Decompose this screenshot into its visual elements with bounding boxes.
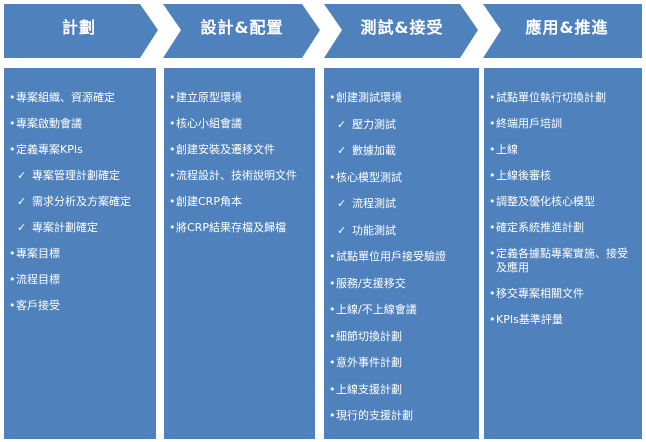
- checkmark-icon: ✓: [17, 169, 27, 182]
- list-item: 專案組織、資源確定: [9, 91, 150, 105]
- phase-column-test: 創建測試環境 ✓ 壓力測試 ✓ 數據加載核心模型測試 ✓ 流程測試 ✓ 功能測試試點單位用戶接受…: [324, 68, 479, 439]
- list-item: 創建安裝及遷移文件: [169, 143, 309, 157]
- list-item: 創建測試環境: [329, 91, 473, 105]
- checklist-item: ✓ 壓力測試: [336, 118, 473, 132]
- list-item-text: 上線/不上線會議: [336, 303, 417, 316]
- list-item: 核心模型測試: [329, 170, 473, 185]
- list-item: 調整及優化核心模型: [489, 195, 634, 209]
- chevron-design: [163, 4, 320, 58]
- list-item-text: 功能測試: [352, 223, 396, 237]
- list-item-text: 數據加載: [352, 144, 396, 157]
- list-item-text: 流程目標: [16, 273, 60, 286]
- list-item: 流程設計、技術說明文件: [169, 169, 309, 183]
- phase-items-design: 建立原型環境核心小組會議創建安裝及遷移文件流程設計、技術說明文件創建CRP角本將…: [169, 91, 309, 235]
- phase-chevrons: [4, 4, 642, 58]
- checkmark-icon: ✓: [337, 144, 347, 157]
- phase-title-plan: 計劃: [61, 18, 96, 37]
- chevron-deploy: [483, 4, 642, 58]
- list-item-text: 壓力測試: [352, 117, 396, 131]
- checklist-item: ✓ 需求分析及方案確定: [16, 195, 150, 209]
- list-item-text: 現行的支援計劃: [336, 409, 413, 422]
- phase-column-design: 建立原型環境核心小組會議創建安裝及遷移文件流程設計、技術說明文件創建CRP角本將…: [164, 68, 315, 439]
- list-item-text: 創建CRP角本: [176, 195, 242, 208]
- checklist-item: ✓ 功能測試: [336, 224, 473, 238]
- checkmark-icon: ✓: [337, 223, 347, 237]
- phase-column-plan: 專案組織、資源確定專案啟動會議定義專案KPIs ✓ 專案管理計劃確定 ✓ 需求分析及方案…: [4, 68, 156, 439]
- list-item: 專案啟動會議: [9, 117, 150, 131]
- list-item: 上線/不上線會議: [329, 303, 473, 317]
- list-item: 試點單位用戶接受驗證: [329, 250, 473, 264]
- list-item: 定義各據點專案實施、接受及應用: [489, 247, 634, 275]
- list-item: 意外事件計劃: [329, 356, 473, 370]
- list-item-text: 調整及優化核心模型: [496, 195, 595, 208]
- chevron-plan: [4, 4, 158, 58]
- list-item-text: 上線: [496, 143, 518, 156]
- phase-column-deploy: 試點單位執行切換計劃終端用戶培訓上線上線後審核調整及優化核心模型確定系統推進計劃…: [484, 68, 642, 439]
- list-item-text: 專案管理計劃確定: [32, 169, 120, 182]
- checklist-item: ✓ 數據加載: [336, 144, 473, 158]
- list-item: KPIs基準評量: [489, 313, 634, 327]
- chevron-test: [324, 4, 478, 58]
- list-item: 流程目標: [9, 273, 150, 287]
- checkmark-icon: ✓: [337, 117, 347, 131]
- list-item-text: 核心模型測試: [336, 170, 402, 184]
- list-item-text: 專案計劃確定: [32, 221, 98, 234]
- list-item: 核心小組會議: [169, 117, 309, 131]
- list-item: 定義專案KPIs: [9, 143, 150, 157]
- list-item: 專案目標: [9, 247, 150, 261]
- list-item-text: 專案組織、資源確定: [16, 91, 115, 104]
- list-item: 確定系統推進計劃: [489, 221, 634, 235]
- list-item: 服務/支援移交: [329, 276, 473, 291]
- list-item-text: 定義專案KPIs: [16, 143, 83, 156]
- phase-title-test: 測試&接受: [360, 18, 444, 37]
- list-item: 移交專案相關文件: [489, 287, 634, 301]
- phase-title-design: 設計&配置: [200, 18, 284, 37]
- checklist-item: ✓ 流程測試: [336, 197, 473, 211]
- list-item-text: 建立原型環境: [176, 91, 242, 104]
- list-item-text: 流程設計、技術說明文件: [176, 169, 297, 182]
- list-item-text: 專案目標: [16, 247, 60, 260]
- phase-items-test: 創建測試環境 ✓ 壓力測試 ✓ 數據加載核心模型測試 ✓ 流程測試 ✓ 功能測試試點單位用戶接受…: [329, 91, 473, 423]
- list-item-text: 核心小組會議: [176, 117, 242, 130]
- list-item-text: 客戶接受: [16, 299, 60, 312]
- checklist-item: ✓ 專案管理計劃確定: [16, 169, 150, 183]
- list-item-text: 細節切換計劃: [336, 329, 402, 343]
- list-item: 現行的支援計劃: [329, 409, 473, 423]
- list-item-text: 移交專案相關文件: [496, 287, 584, 300]
- checkmark-icon: ✓: [17, 221, 27, 234]
- phase-items-plan: 專案組織、資源確定專案啟動會議定義專案KPIs ✓ 專案管理計劃確定 ✓ 需求分析及方案…: [9, 91, 150, 313]
- list-item: 細節切換計劃: [329, 329, 473, 344]
- list-item-text: 流程測試: [352, 197, 396, 210]
- list-item-text: 試點單位執行切換計劃: [496, 91, 606, 104]
- list-item-text: 確定系統推進計劃: [496, 221, 584, 234]
- list-item-text: 創建安裝及遷移文件: [176, 143, 275, 156]
- checkmark-icon: ✓: [337, 197, 347, 210]
- list-item-text: 試點單位用戶接受驗證: [336, 250, 446, 263]
- list-item: 將CRP結果存檔及歸檔: [169, 221, 309, 235]
- list-item-text: KPIs基準評量: [496, 313, 563, 326]
- list-item: 建立原型環境: [169, 91, 309, 105]
- checklist-item: ✓ 專案計劃確定: [16, 221, 150, 235]
- list-item-text: 定義各據點專案實施、接受及應用: [496, 247, 628, 274]
- list-item-text: 專案啟動會議: [16, 117, 82, 130]
- list-item: 上線: [489, 143, 634, 157]
- list-item: 上線支援計劃: [329, 382, 473, 397]
- list-item-text: 上線支援計劃: [336, 382, 402, 396]
- list-item-text: 需求分析及方案確定: [32, 195, 131, 208]
- list-item: 客戶接受: [9, 299, 150, 313]
- list-item-text: 終端用戶培訓: [496, 117, 562, 130]
- list-item-text: 意外事件計劃: [336, 356, 402, 369]
- list-item-text: 將CRP結果存檔及歸檔: [176, 221, 286, 234]
- list-item: 試點單位執行切換計劃: [489, 91, 634, 105]
- checkmark-icon: ✓: [17, 195, 27, 208]
- phase-title-deploy: 應用&推進: [525, 18, 609, 37]
- list-item-text: 上線後審核: [496, 169, 551, 182]
- list-item: 創建CRP角本: [169, 195, 309, 209]
- list-item: 終端用戶培訓: [489, 117, 634, 131]
- list-item: 上線後審核: [489, 169, 634, 183]
- list-item-text: 創建測試環境: [336, 91, 402, 104]
- phase-items-deploy: 試點單位執行切換計劃終端用戶培訓上線上線後審核調整及優化核心模型確定系統推進計劃…: [489, 91, 634, 327]
- list-item-text: 服務/支援移交: [336, 276, 406, 290]
